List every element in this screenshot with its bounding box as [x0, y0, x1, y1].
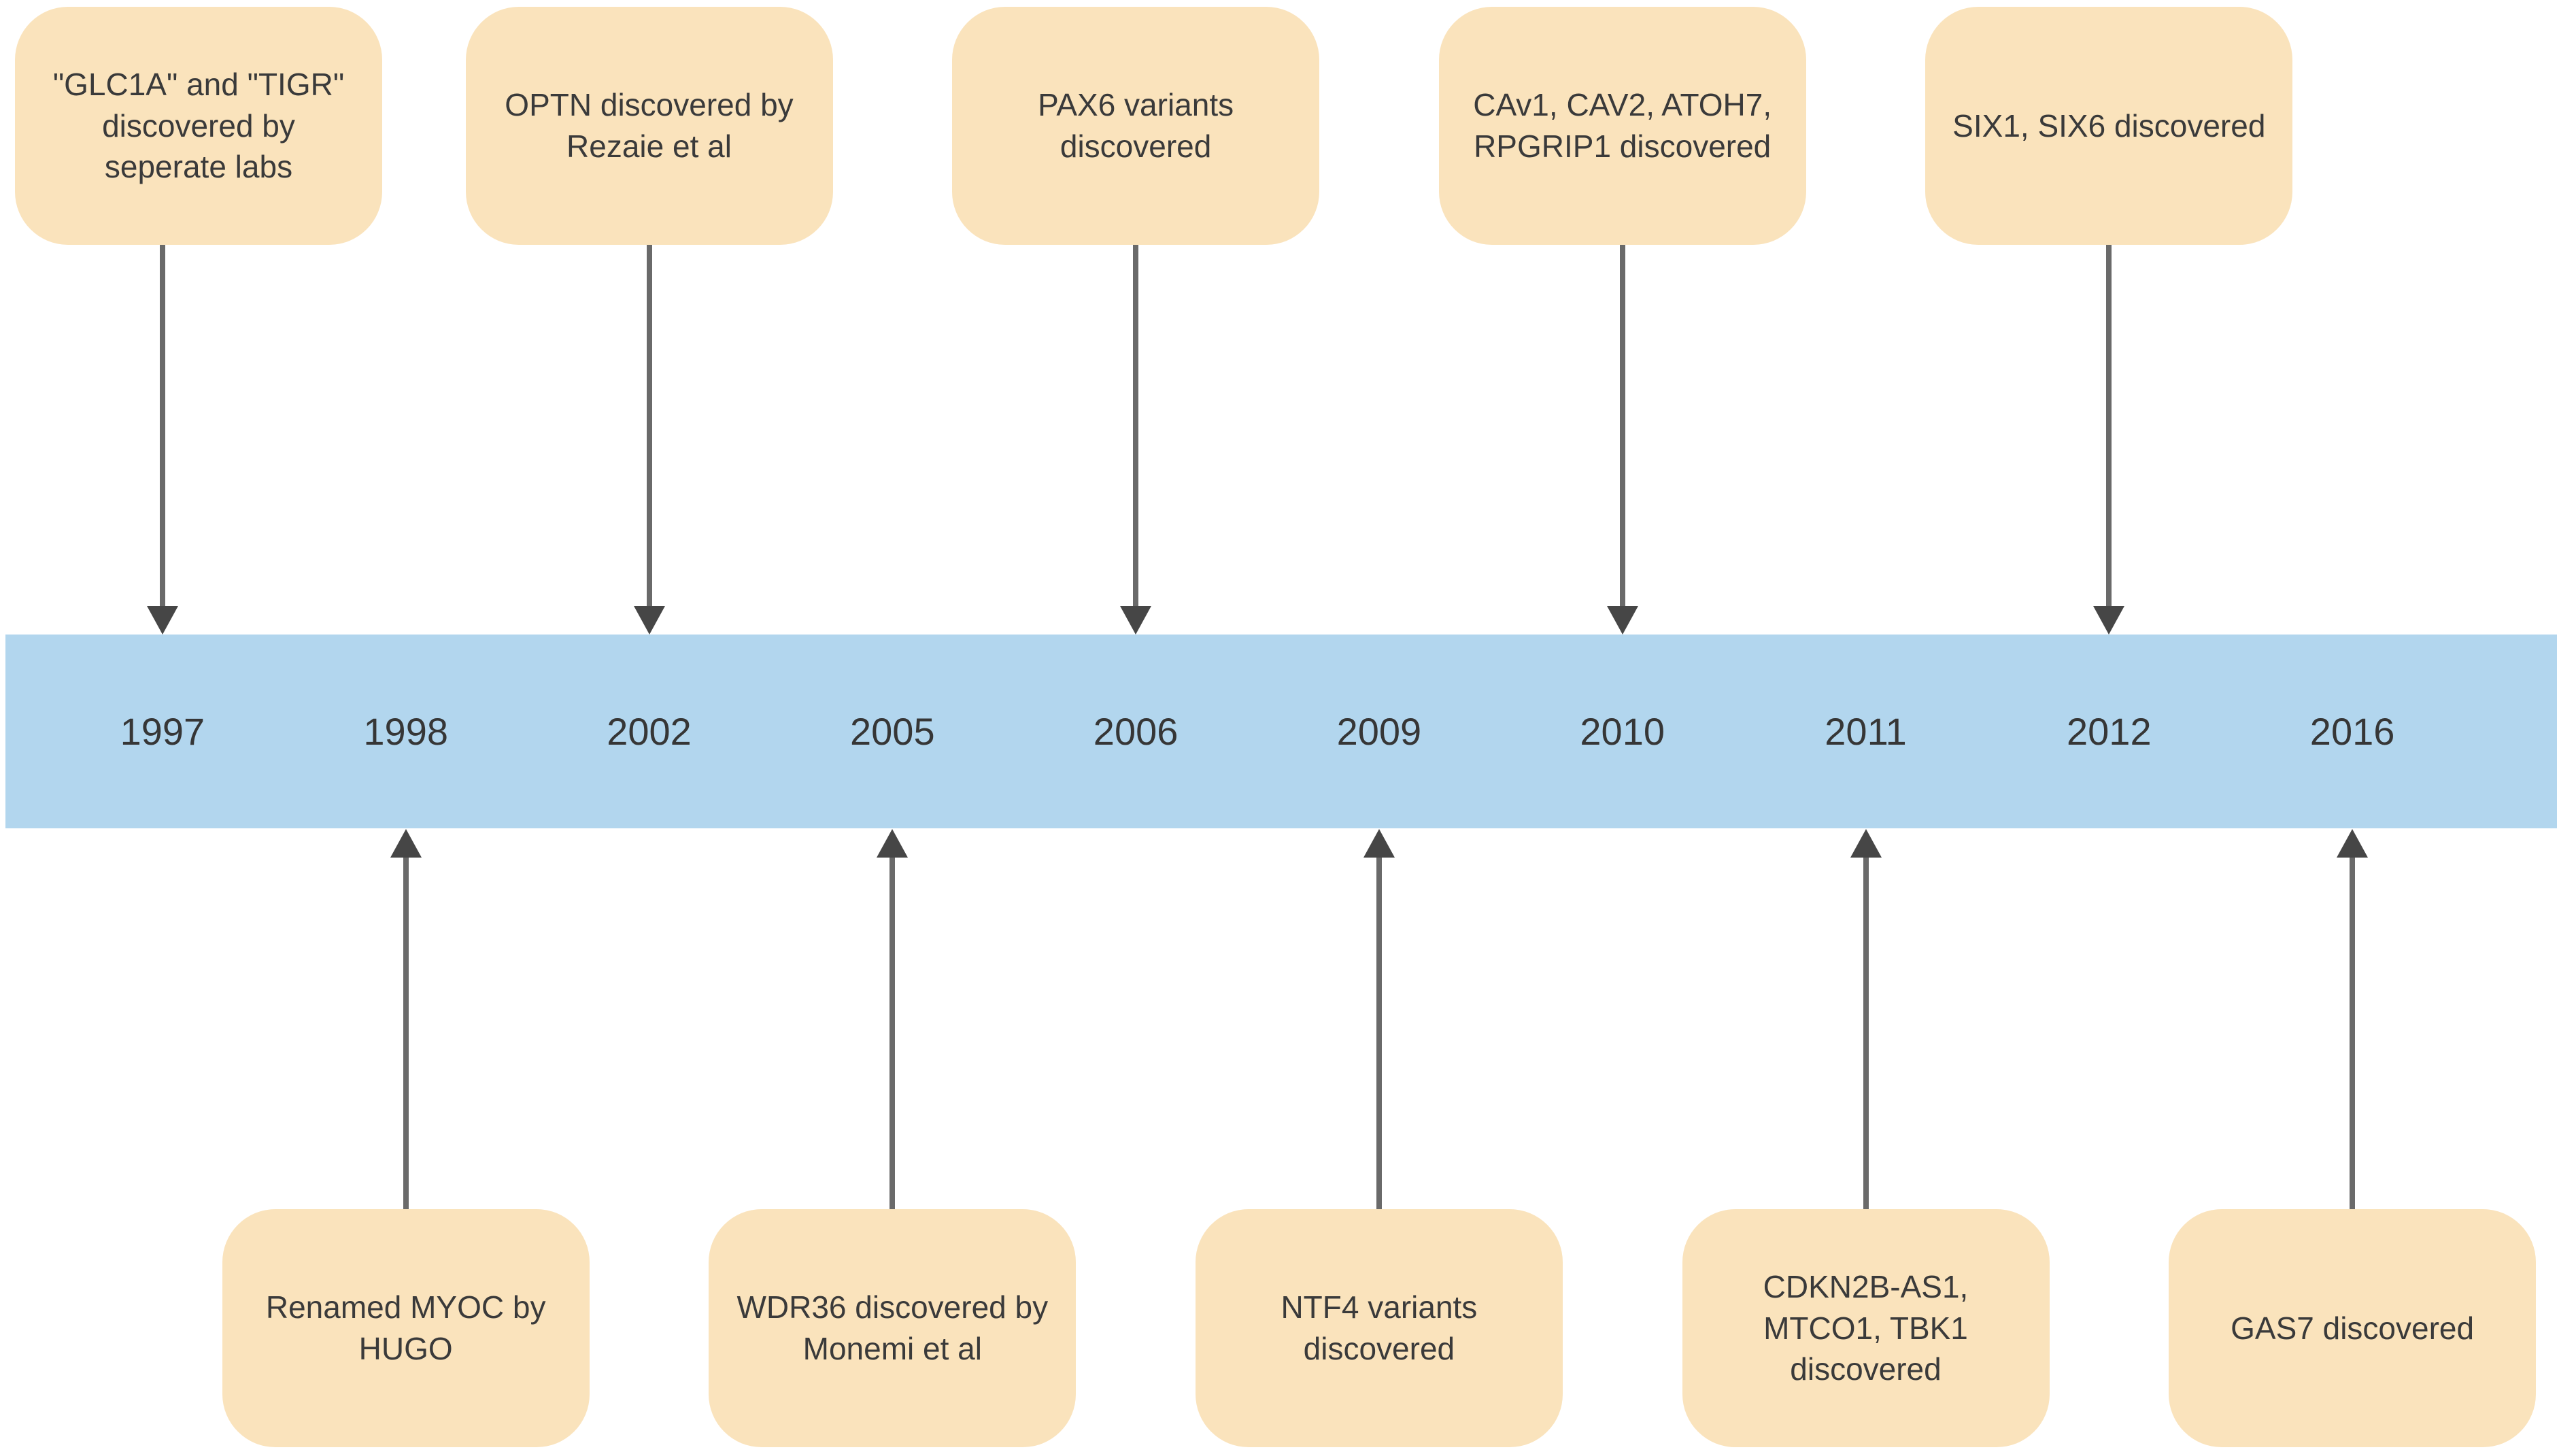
arrow-stem — [889, 855, 896, 1209]
year-label-2011: 2011 — [1825, 710, 1907, 753]
year-label-1998: 1998 — [363, 710, 448, 753]
year-label-2009: 2009 — [1336, 710, 1422, 753]
arrow-stem — [1619, 245, 1625, 608]
event-card-2012: SIX1, SIX6 discovered — [1925, 7, 2293, 245]
arrowhead-up-icon — [877, 829, 909, 858]
arrowhead-up-icon — [1363, 829, 1395, 858]
arrow-stem — [1863, 855, 1869, 1209]
event-card-label: Renamed MYOC by HUGO — [265, 1289, 546, 1366]
event-card-label: "GLC1A" and "TIGR" discovered by seperat… — [52, 66, 345, 185]
arrow-stem — [2106, 245, 2112, 608]
arrow-stem — [646, 245, 652, 608]
event-card-1997: "GLC1A" and "TIGR" discovered by seperat… — [15, 7, 382, 245]
arrow-stem — [1133, 245, 1139, 608]
event-card-2002: OPTN discovered by Rezaie et al — [465, 7, 833, 245]
arrow-stem — [2350, 855, 2356, 1209]
event-card-label: WDR36 discovered by Monemi et al — [736, 1289, 1049, 1366]
event-card-2016: GAS7 discovered — [2169, 1209, 2537, 1447]
event-card-label: GAS7 discovered — [2231, 1310, 2475, 1346]
arrowhead-up-icon — [1850, 829, 1882, 858]
event-card-2005: WDR36 discovered by Monemi et al — [709, 1209, 1077, 1447]
event-card-label: OPTN discovered by Rezaie et al — [505, 87, 794, 164]
arrow-stem — [403, 855, 409, 1209]
event-card-label: NTF4 variants discovered — [1281, 1289, 1478, 1366]
event-card-2006: PAX6 variants discovered — [952, 7, 1320, 245]
arrowhead-down-icon — [633, 606, 665, 635]
year-label-2012: 2012 — [2067, 710, 2152, 753]
arrow-stem — [1376, 855, 1382, 1209]
arrowhead-down-icon — [1606, 606, 1638, 635]
year-label-2002: 2002 — [607, 710, 692, 753]
year-label-1997: 1997 — [120, 710, 205, 753]
year-label-2016: 2016 — [2309, 710, 2395, 753]
arrowhead-down-icon — [146, 606, 178, 635]
event-card-label: PAX6 variants discovered — [1038, 87, 1234, 164]
event-card-1998: Renamed MYOC by HUGO — [222, 1209, 590, 1447]
arrow-stem — [159, 245, 165, 608]
arrowhead-down-icon — [1120, 606, 1152, 635]
year-label-2005: 2005 — [850, 710, 935, 753]
year-label-2006: 2006 — [1093, 710, 1179, 753]
event-card-label: SIX1, SIX6 discovered — [1952, 107, 2266, 143]
event-card-2009: NTF4 variants discovered — [1195, 1209, 1563, 1447]
arrowhead-up-icon — [2337, 829, 2369, 858]
arrowhead-down-icon — [2093, 606, 2125, 635]
event-card-2010: CAv1, CAV2, ATOH7, RPGRIP1 discovered — [1438, 7, 1806, 245]
event-card-2011: CDKN2B-AS1, MTCO1, TBK1 discovered — [1682, 1209, 2050, 1447]
event-card-label: CDKN2B-AS1, MTCO1, TBK1 discovered — [1763, 1268, 1969, 1387]
event-card-label: CAv1, CAV2, ATOH7, RPGRIP1 discovered — [1473, 87, 1772, 164]
timeline-bar — [5, 635, 2557, 828]
arrowhead-up-icon — [390, 829, 422, 858]
year-label-2010: 2010 — [1580, 710, 1665, 753]
